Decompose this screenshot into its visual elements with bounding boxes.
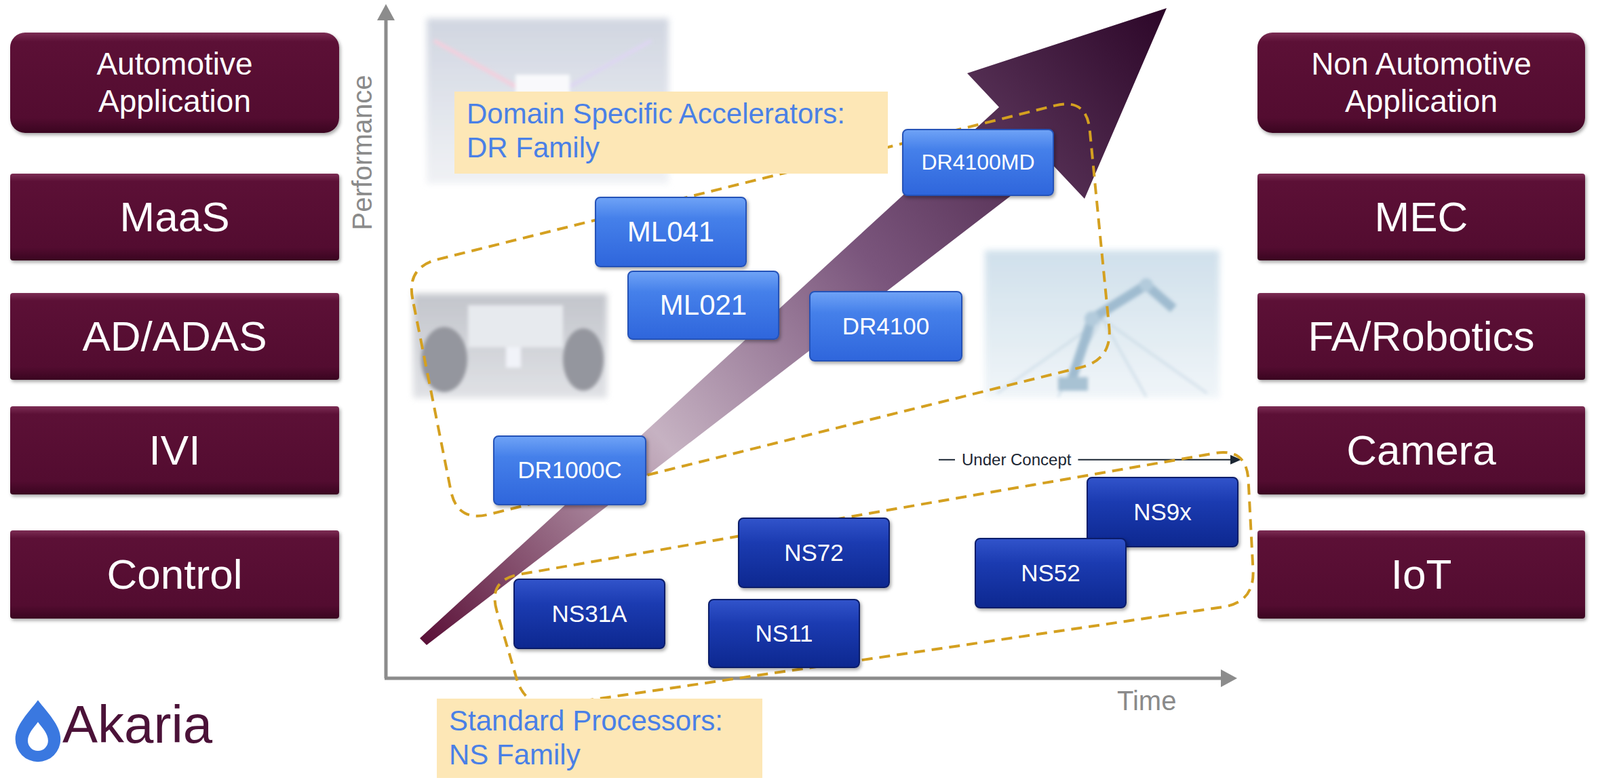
application-name: MaaS: [120, 192, 230, 241]
chip-name: NS11: [755, 620, 814, 648]
floor-line: [1102, 318, 1208, 394]
chip-name: NS31A: [552, 600, 628, 628]
application-name: Automotive Application: [52, 45, 298, 121]
family-label: Standard Processors: NS Family: [449, 704, 751, 773]
category-header: Non Automotive Application: [1257, 32, 1586, 133]
chip-box: ML021: [627, 270, 780, 340]
family-label: Domain Specific Accelerators: DR Family: [466, 96, 876, 166]
interior-shapes: [421, 305, 604, 393]
application-name: FA/Robotics: [1307, 311, 1535, 361]
concept-arrow-line: [1077, 459, 1232, 461]
application-box: IVI: [10, 406, 340, 495]
chip-box: NS9x: [1086, 476, 1239, 548]
application-name: IoT: [1391, 550, 1453, 599]
chip-name: DR1000C: [517, 457, 622, 484]
logo-text: Akaria: [62, 694, 213, 756]
performance-axis: [384, 17, 388, 679]
application-name: IVI: [149, 425, 201, 475]
akaria-logo-icon: [15, 699, 62, 762]
application-box: AD/ADAS: [10, 293, 340, 380]
windshield: [467, 305, 563, 348]
concept-dash: [938, 459, 955, 461]
robot-arm: [1071, 284, 1174, 380]
photo-ground: [984, 250, 1220, 399]
application-box: IoT: [1257, 530, 1586, 619]
chip-box: NS11: [708, 598, 861, 669]
application-name: Camera: [1346, 425, 1497, 475]
logo-drop-inner: [27, 722, 49, 752]
application-box: Control: [10, 530, 340, 619]
application-box: Camera: [1257, 406, 1586, 495]
application-box: MaaS: [10, 173, 340, 261]
family-region: Standard Processors: NS Family NS72 NS9xNS…: [434, 440, 1262, 780]
family-label-box: Domain Specific Accelerators: DR Family: [454, 91, 888, 174]
robot-photo: [984, 250, 1220, 399]
seat: [562, 328, 604, 391]
application-name: MEC: [1374, 192, 1469, 241]
family-label-box: Standard Processors: NS Family: [436, 698, 763, 778]
annotation: Under Concept: [959, 450, 1074, 470]
application-name: Non Automotive Application: [1299, 45, 1544, 121]
chip-name: ML041: [627, 216, 715, 248]
robot-base: [1058, 377, 1088, 391]
annotation-holder: Under Concept: [959, 450, 1074, 470]
chip-box: DR4100MD: [902, 128, 1055, 197]
dashed-boundary: [495, 452, 1254, 706]
axis-title-holder: Performance: [346, 75, 378, 231]
chip-box: DR1000C: [493, 435, 647, 506]
chip-name: NS72: [784, 539, 844, 567]
logo-text-holder: Akaria: [62, 694, 213, 756]
category-header: Automotive Application: [10, 32, 340, 133]
time-axis: [384, 676, 1223, 681]
application-box: FA/Robotics: [1257, 293, 1586, 380]
robot-joint: [1139, 278, 1154, 292]
axis-arrowhead: [377, 4, 395, 21]
car-interior-photo: [413, 293, 608, 399]
chip-box: NS31A: [513, 578, 666, 650]
chip-name: ML021: [659, 289, 747, 321]
photo-ground: [413, 293, 608, 399]
application-box: MEC: [1257, 173, 1586, 261]
chip-box: ML041: [594, 196, 747, 268]
chip-box: NS52: [974, 537, 1127, 609]
chip-name: NS52: [1020, 560, 1081, 587]
chip-box: DR4100: [809, 290, 963, 362]
chip-name: NS9x: [1133, 499, 1192, 526]
axis-arrowhead: [1220, 669, 1238, 688]
application-name: Control: [107, 550, 243, 599]
logo-drop: [15, 699, 62, 762]
dashboard-screen: [505, 347, 521, 368]
chip-name: DR4100: [842, 313, 930, 340]
robot-joint: [1084, 311, 1100, 327]
axis-title: Performance: [346, 75, 378, 231]
chip-name: DR4100MD: [921, 150, 1035, 175]
growth-arrow: [419, 8, 1167, 646]
axis-title: Time: [1117, 685, 1177, 717]
application-name: AD/ADAS: [82, 311, 267, 361]
chip-box: NS72: [737, 517, 890, 589]
axis-title-holder: Time: [1117, 685, 1177, 717]
